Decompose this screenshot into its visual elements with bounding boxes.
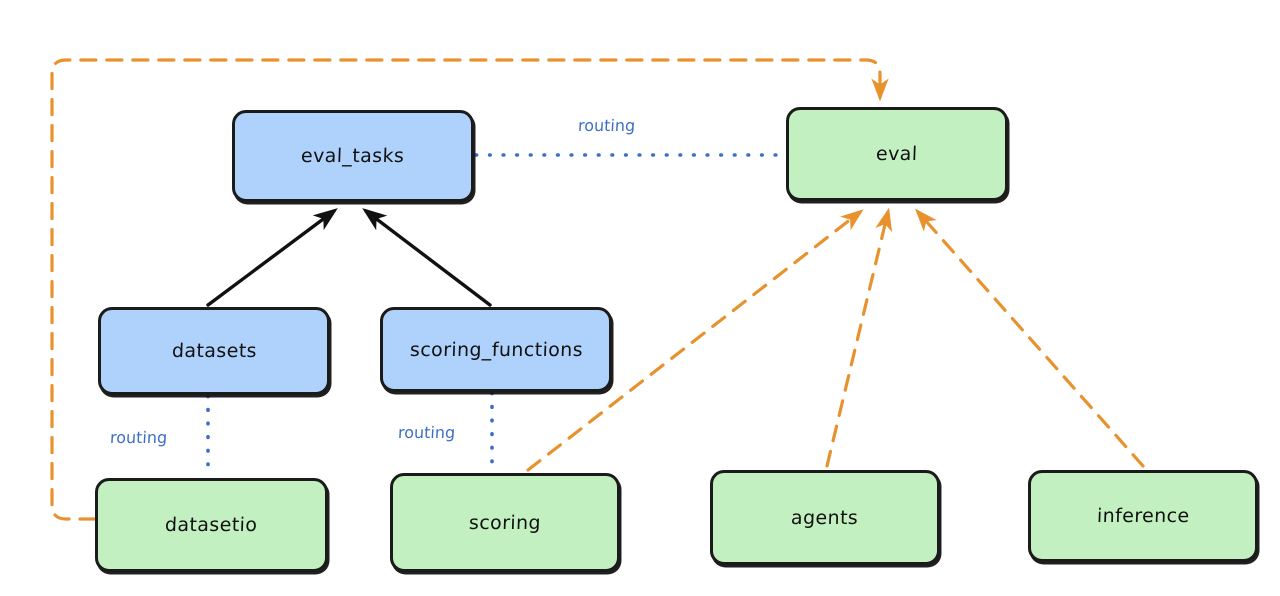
node-label: datasets bbox=[171, 340, 257, 362]
edge-scoring-eval bbox=[526, 209, 864, 472]
edge-datasetio-eval bbox=[50, 58, 889, 521]
node-datasets[interactable]: datasets bbox=[98, 307, 330, 395]
node-scoring-functions[interactable]: scoring_functions bbox=[380, 307, 612, 392]
node-label: agents bbox=[791, 506, 859, 529]
node-label: datasetio bbox=[164, 514, 259, 536]
edge-agents-eval bbox=[825, 207, 893, 468]
node-label: eval bbox=[875, 143, 919, 165]
edge-label-routing-scoring: routing bbox=[397, 423, 456, 442]
edge-datasets-eval_tasks bbox=[206, 208, 338, 307]
edge-label-routing-datasetio: routing bbox=[109, 428, 168, 447]
node-eval[interactable]: eval bbox=[786, 107, 1008, 201]
node-eval-tasks[interactable]: eval_tasks bbox=[232, 110, 474, 202]
node-label: eval_tasks bbox=[300, 145, 406, 167]
node-agents[interactable]: agents bbox=[710, 470, 940, 565]
node-label: scoring_functions bbox=[409, 338, 583, 361]
edge-scoring_functions-eval_tasks bbox=[362, 208, 492, 307]
node-inference[interactable]: inference bbox=[1028, 470, 1258, 562]
node-label: inference bbox=[1096, 505, 1190, 527]
edge-label-routing-eval: routing bbox=[577, 116, 636, 135]
node-datasetio[interactable]: datasetio bbox=[95, 478, 328, 572]
node-label: scoring bbox=[468, 511, 542, 534]
edge-inference-eval bbox=[915, 208, 1145, 468]
node-scoring[interactable]: scoring bbox=[390, 473, 620, 572]
